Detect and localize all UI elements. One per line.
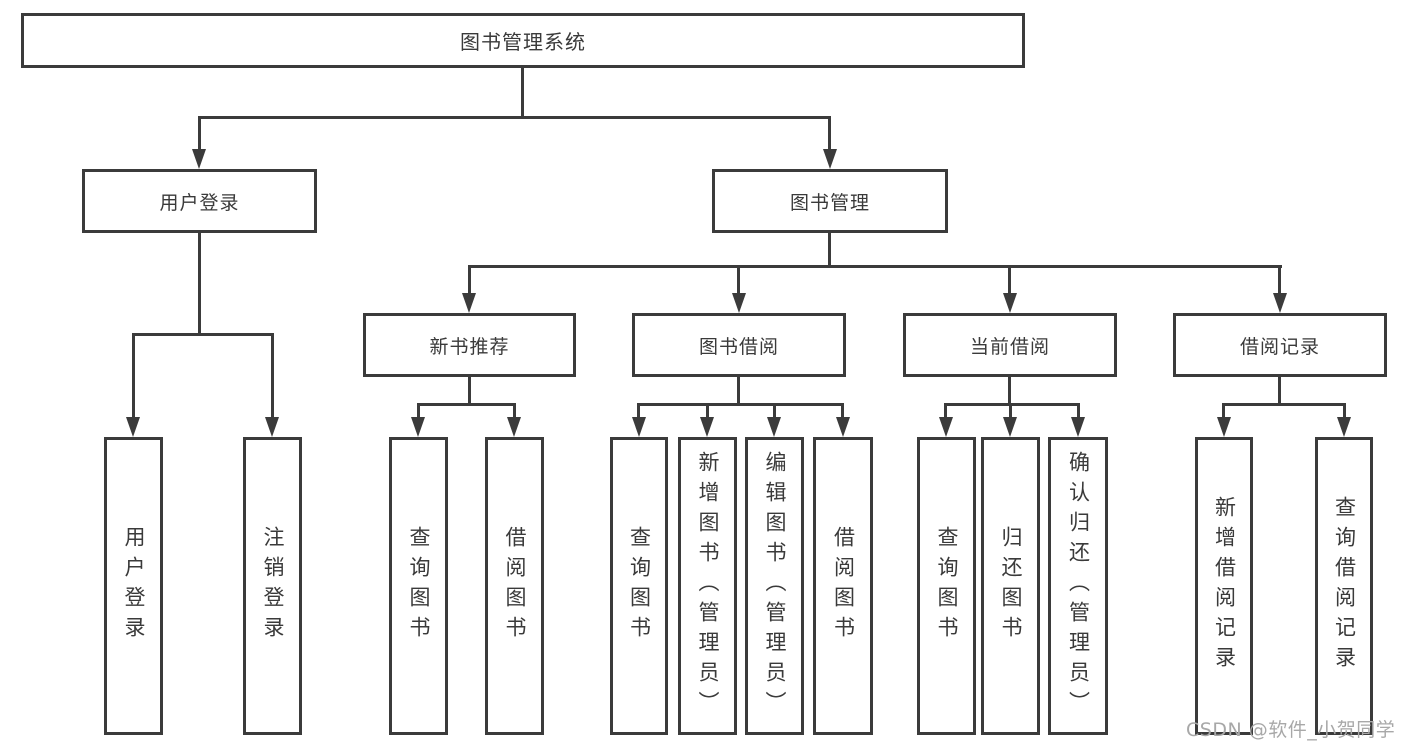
edge-segment bbox=[1008, 377, 1011, 406]
edge-segment bbox=[737, 265, 740, 294]
edge-segment bbox=[198, 116, 201, 150]
node-root: 图书管理系统 bbox=[21, 13, 1025, 68]
node-book-management: 图书管理 bbox=[712, 169, 948, 233]
leaf-add-borrow-record-label: 新增借阅记录 bbox=[1212, 496, 1237, 676]
edge-segment bbox=[132, 333, 273, 336]
leaf-query-books-borrow: 查询图书 bbox=[610, 437, 668, 735]
leaf-query-books-borrow-label: 查询图书 bbox=[627, 526, 652, 646]
leaf-add-borrow-record: 新增借阅记录 bbox=[1195, 437, 1253, 735]
edge-segment bbox=[944, 403, 1080, 406]
edge-segment bbox=[1077, 403, 1080, 418]
leaf-return-book-label: 归还图书 bbox=[999, 526, 1023, 646]
arrow-down-icon bbox=[192, 149, 206, 169]
arrow-down-icon bbox=[1273, 293, 1287, 313]
arrow-down-icon bbox=[411, 417, 425, 437]
arrow-down-icon bbox=[462, 293, 476, 313]
edge-segment bbox=[521, 68, 524, 118]
watermark: CSDN @软件_小贺同学 bbox=[1186, 719, 1396, 741]
edge-segment bbox=[1278, 265, 1281, 294]
leaf-confirm-return-admin-label: 确认归还（管理员） bbox=[1066, 451, 1091, 721]
edge-segment bbox=[637, 403, 640, 418]
arrow-down-icon bbox=[823, 149, 837, 169]
edge-segment bbox=[1278, 377, 1281, 406]
arrow-down-icon bbox=[507, 417, 521, 437]
node-user-login: 用户登录 bbox=[82, 169, 317, 233]
node-current-borrow: 当前借阅 bbox=[903, 313, 1117, 377]
arrow-down-icon bbox=[265, 417, 279, 437]
edge-segment bbox=[737, 377, 740, 406]
edge-segment bbox=[1008, 265, 1011, 294]
leaf-edit-book-admin: 编辑图书（管理员） bbox=[745, 437, 804, 735]
edge-segment bbox=[468, 265, 471, 294]
node-current-borrow-label: 当前借阅 bbox=[969, 335, 1050, 358]
node-book-borrow: 图书借阅 bbox=[632, 313, 846, 377]
leaf-borrow-books-borrow: 借阅图书 bbox=[813, 437, 873, 735]
leaf-borrow-books-recommend: 借阅图书 bbox=[485, 437, 544, 735]
leaf-user-login-label: 用户登录 bbox=[122, 526, 146, 646]
edge-segment bbox=[198, 233, 201, 336]
arrow-down-icon bbox=[732, 293, 746, 313]
edge-segment bbox=[1343, 403, 1346, 418]
edge-segment bbox=[513, 403, 516, 418]
arrow-down-icon bbox=[700, 417, 714, 437]
leaf-add-book-admin: 新增图书（管理员） bbox=[678, 437, 737, 735]
edge-segment bbox=[468, 377, 471, 406]
edge-segment bbox=[132, 333, 135, 418]
leaf-query-books-current-label: 查询图书 bbox=[935, 526, 959, 646]
leaf-query-books-recommend-label: 查询图书 bbox=[407, 526, 431, 646]
edge-segment bbox=[271, 333, 274, 418]
leaf-return-book: 归还图书 bbox=[981, 437, 1040, 735]
edge-segment bbox=[773, 403, 776, 418]
arrow-down-icon bbox=[1337, 417, 1351, 437]
leaf-query-borrow-record: 查询借阅记录 bbox=[1315, 437, 1373, 735]
arrow-down-icon bbox=[1071, 417, 1085, 437]
leaf-add-book-admin-label: 新增图书（管理员） bbox=[696, 451, 720, 721]
node-borrow-records-label: 借阅记录 bbox=[1239, 335, 1320, 358]
node-root-label: 图书管理系统 bbox=[460, 30, 586, 54]
arrow-down-icon bbox=[1217, 417, 1231, 437]
arrow-down-icon bbox=[632, 417, 646, 437]
leaf-query-books-current: 查询图书 bbox=[917, 437, 976, 735]
node-book-management-label: 图书管理 bbox=[789, 191, 870, 214]
edge-segment bbox=[417, 403, 516, 406]
arrow-down-icon bbox=[1003, 293, 1017, 313]
edge-segment bbox=[637, 403, 844, 406]
edge-segment bbox=[841, 403, 844, 418]
node-borrow-records: 借阅记录 bbox=[1173, 313, 1387, 377]
arrow-down-icon bbox=[767, 417, 781, 437]
node-book-borrow-label: 图书借阅 bbox=[698, 335, 779, 358]
leaf-user-login: 用户登录 bbox=[104, 437, 163, 735]
node-new-book-recommend: 新书推荐 bbox=[363, 313, 576, 377]
edge-segment bbox=[706, 403, 709, 418]
edge-segment bbox=[828, 116, 831, 150]
arrow-down-icon bbox=[1003, 417, 1017, 437]
edge-segment bbox=[1222, 403, 1346, 406]
edge-segment bbox=[417, 403, 420, 418]
leaf-query-borrow-record-label: 查询借阅记录 bbox=[1332, 496, 1357, 676]
leaf-edit-book-admin-label: 编辑图书（管理员） bbox=[763, 451, 787, 721]
edge-segment bbox=[828, 233, 831, 268]
arrow-down-icon bbox=[836, 417, 850, 437]
leaf-borrow-books-recommend-label: 借阅图书 bbox=[503, 526, 527, 646]
edge-segment bbox=[1009, 403, 1012, 418]
leaf-borrow-books-borrow-label: 借阅图书 bbox=[831, 526, 856, 646]
node-user-login-label: 用户登录 bbox=[159, 191, 240, 214]
node-new-book-recommend-label: 新书推荐 bbox=[429, 335, 510, 358]
edge-segment bbox=[468, 265, 1282, 268]
leaf-confirm-return-admin: 确认归还（管理员） bbox=[1048, 437, 1108, 735]
edge-segment bbox=[1222, 403, 1225, 418]
arrow-down-icon bbox=[939, 417, 953, 437]
edge-segment bbox=[198, 116, 831, 119]
leaf-logout-label: 注销登录 bbox=[261, 526, 285, 646]
edge-segment bbox=[944, 403, 947, 418]
leaf-query-books-recommend: 查询图书 bbox=[389, 437, 448, 735]
leaf-logout: 注销登录 bbox=[243, 437, 302, 735]
arrow-down-icon bbox=[126, 417, 140, 437]
